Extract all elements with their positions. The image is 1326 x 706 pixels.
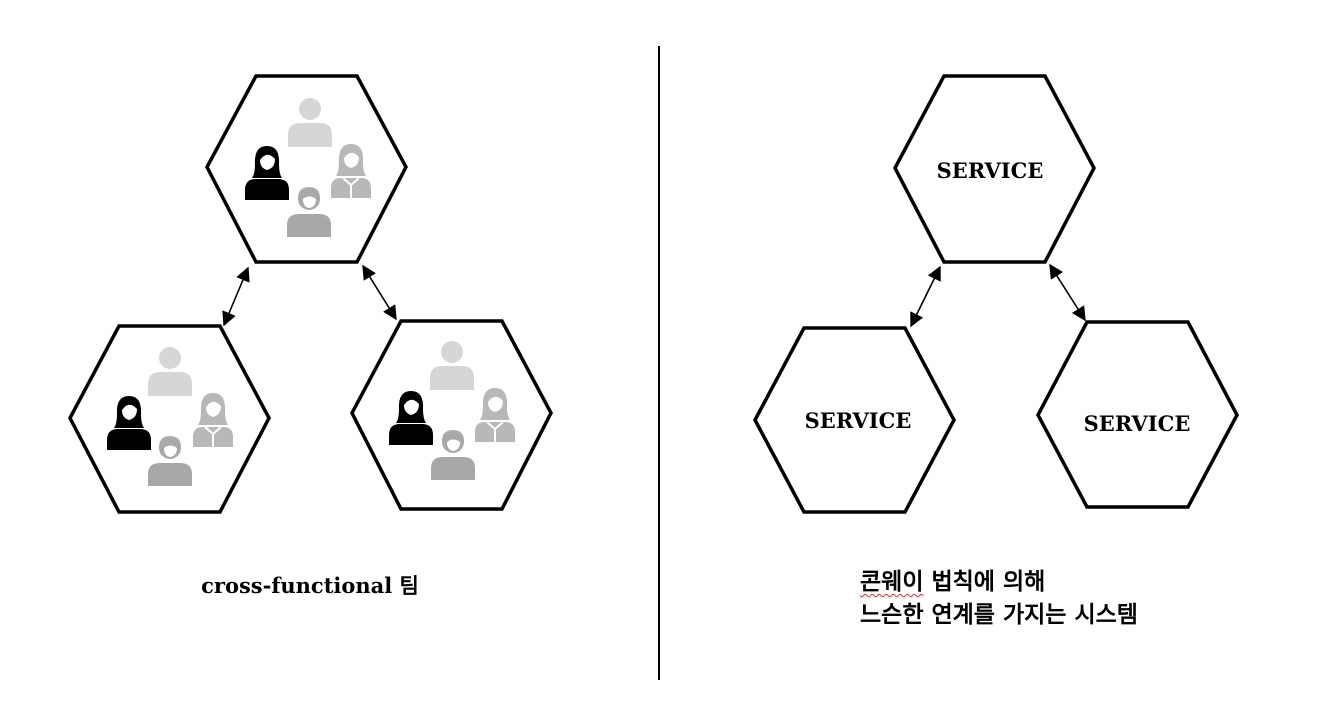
service-label: SERVICE — [937, 158, 1044, 183]
service-label: SERVICE — [1084, 411, 1191, 436]
team-link-arrow-right — [362, 264, 397, 321]
person-icon — [389, 391, 433, 445]
service-hexagon-left — [753, 326, 956, 514]
service-link-arrow-right — [1049, 263, 1086, 322]
system-caption-line-1: 콘웨이 법칙에 의해 — [860, 566, 1280, 599]
spellcheck-flagged-word: 콘웨이 — [860, 569, 924, 595]
person-icon — [430, 341, 474, 390]
team-left-members — [107, 347, 234, 486]
service-label: SERVICE — [805, 408, 912, 433]
person-icon — [148, 347, 192, 396]
person-icon — [474, 387, 516, 443]
system-caption-line-1-rest: 법칙에 의해 — [923, 569, 1046, 595]
person-icon — [148, 436, 192, 486]
team-panel — [68, 74, 553, 514]
team-top-members — [245, 98, 372, 237]
team-link-arrow-left — [222, 266, 250, 327]
person-icon — [245, 146, 289, 200]
service-hexagon-top — [893, 74, 1096, 264]
team-hexagon-left — [68, 324, 271, 514]
team-caption: cross-functional 팀 — [201, 573, 419, 598]
person-icon — [330, 143, 372, 199]
person-icon — [287, 187, 331, 237]
system-caption-line-2: 느슨한 연계를 가지는 시스템 — [860, 602, 1138, 628]
team-hexagon-right — [350, 319, 553, 511]
person-icon — [192, 392, 234, 448]
person-icon — [431, 430, 475, 480]
person-icon — [107, 396, 151, 450]
team-hexagon-top — [205, 74, 408, 264]
service-link-arrow-left — [910, 265, 941, 328]
system-caption: 콘웨이 법칙에 의해 느슨한 연계를 가지는 시스템 — [860, 566, 1280, 632]
service-panel: SERVICE SERVICE SERVICE — [753, 74, 1239, 514]
service-hexagon-right — [1036, 320, 1239, 509]
person-icon — [288, 98, 332, 147]
team-right-members — [389, 341, 516, 480]
